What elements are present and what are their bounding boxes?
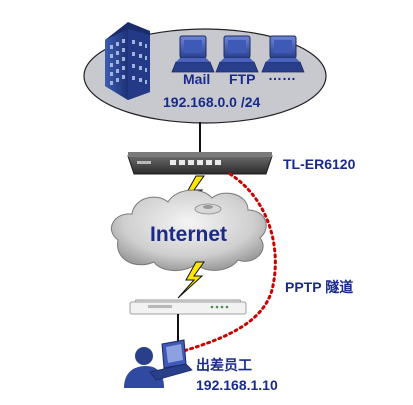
- modem-icon: [129, 299, 247, 315]
- cloud-icon: [111, 189, 267, 271]
- user-icon: [124, 347, 164, 388]
- internet-label: Internet: [150, 223, 228, 246]
- router-icon: [127, 152, 273, 175]
- service-label-more: ……: [268, 67, 296, 83]
- computer-icon: [261, 35, 305, 73]
- building-icon: [105, 22, 150, 100]
- computer-icon: [171, 35, 215, 73]
- router-model-label: TL-ER6120: [283, 156, 356, 172]
- tunnel-label: PPTP 隧道: [285, 279, 354, 295]
- remote-user-label: 出差员工: [196, 357, 252, 373]
- service-label-mail: Mail: [183, 71, 211, 87]
- lan-subnet-label: 192.168.0.0 /24: [163, 94, 261, 110]
- service-label-ftp: FTP: [229, 71, 256, 87]
- lightning-icon: [177, 261, 205, 299]
- pptp-tunnel-line: [178, 172, 277, 354]
- remote-user-ip: 192.168.1.10: [196, 377, 278, 393]
- computer-icon: [215, 35, 259, 73]
- laptop-icon: [149, 339, 193, 381]
